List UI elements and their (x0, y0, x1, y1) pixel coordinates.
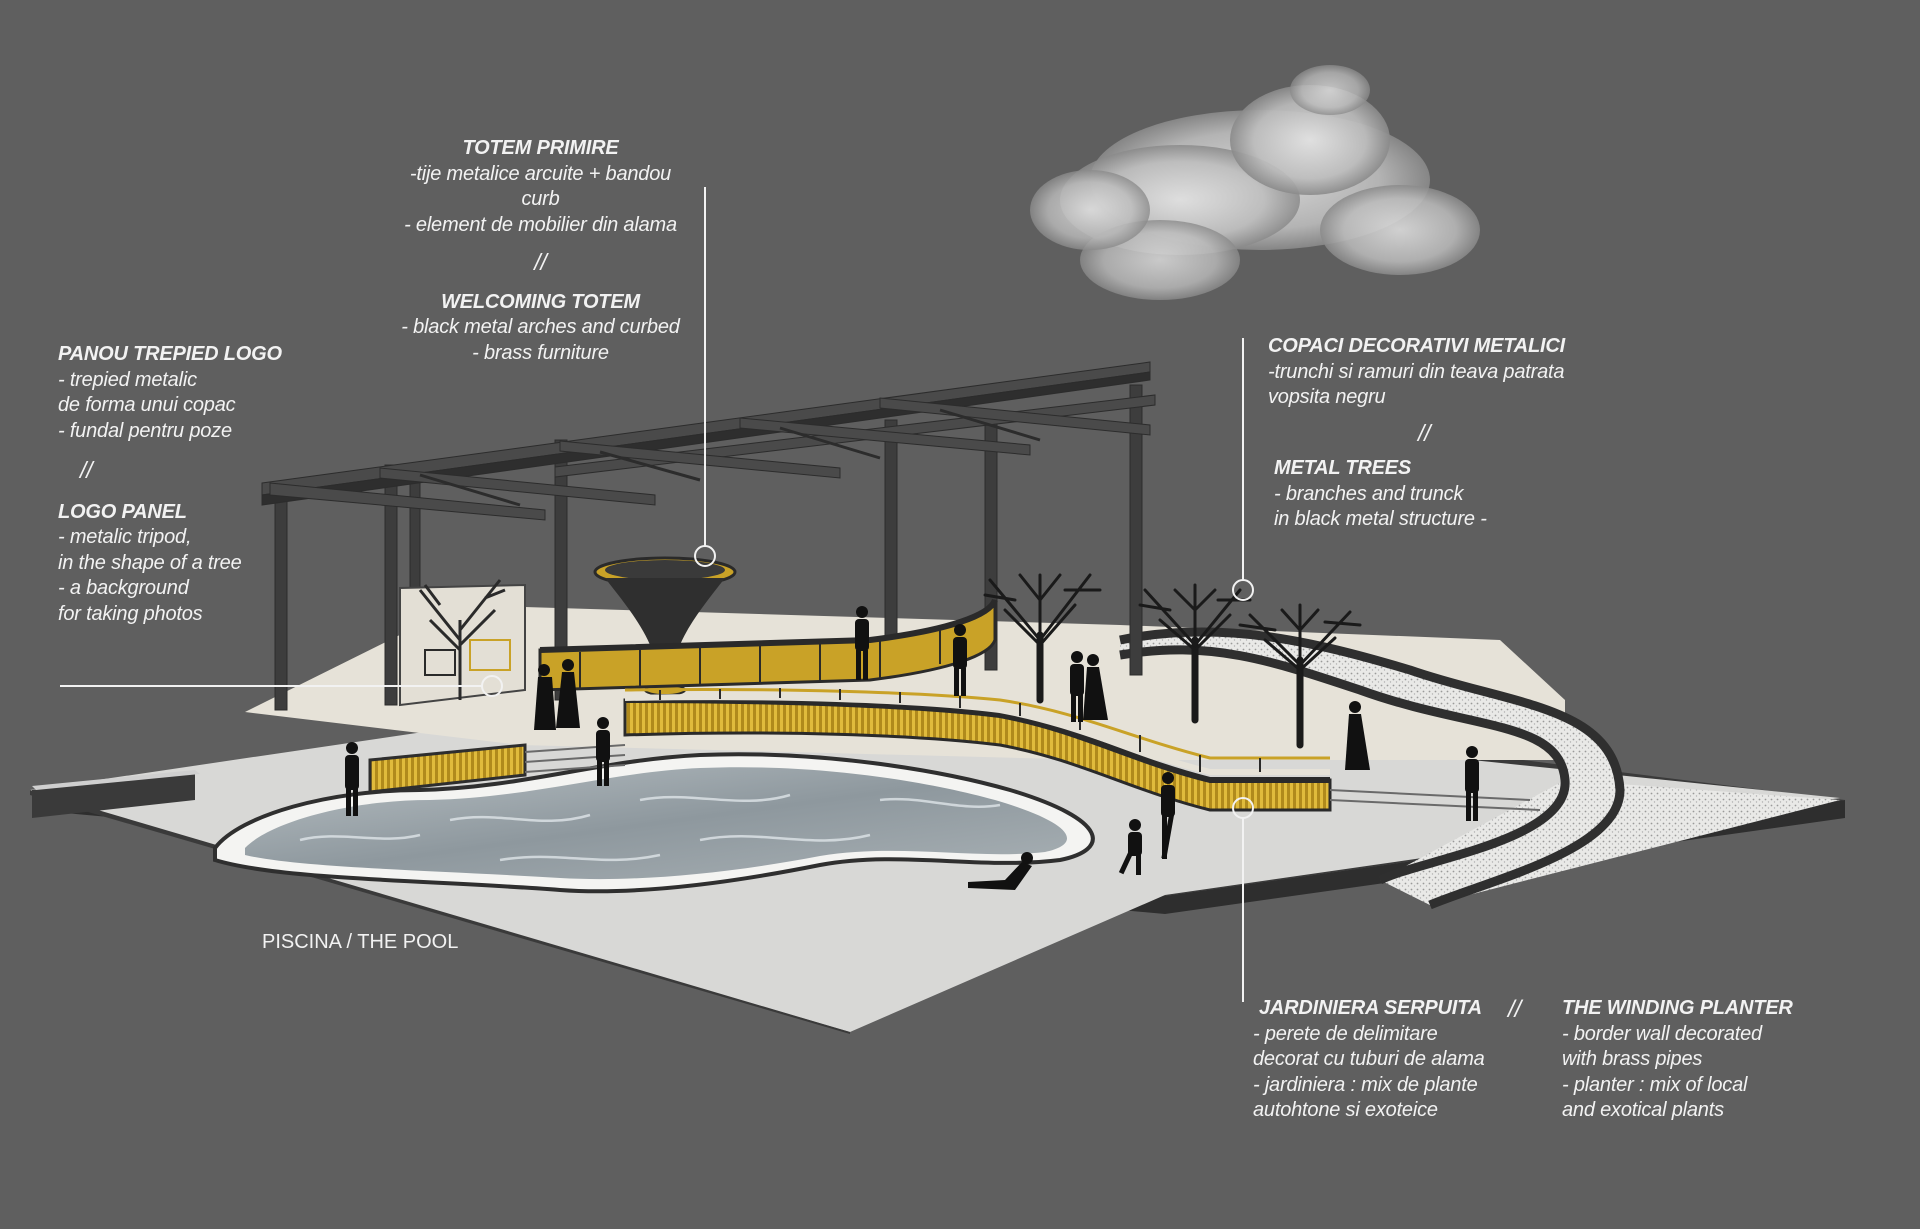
low-walls (32, 743, 527, 818)
planter-line-ro-3: - jardiniera : mix de plante (1253, 1073, 1478, 1096)
logo-line-en-3: - a background (58, 577, 189, 599)
planter-line-ro-4: autohtone si exoteice (1253, 1099, 1438, 1121)
trees-title-en: METAL TREES (1274, 457, 1412, 479)
trees-line-en-1: - branches and trunck (1274, 482, 1464, 505)
logo-line-ro-3: - fundal pentru poze (58, 419, 232, 442)
pool-label: PISCINA / THE POOL (262, 931, 459, 953)
planter-separator: // (1508, 996, 1522, 1023)
person (534, 664, 556, 730)
leader-lines (60, 187, 1254, 1002)
logo-line-ro-1: - trepied metalic (58, 368, 197, 391)
trees-line-ro-1: -trunchi si ramuri din teava patrata (1268, 360, 1565, 383)
planter-line-ro-2: decorat cu tuburi de alama (1253, 1048, 1485, 1070)
person (345, 742, 359, 816)
planter-line-en-4: and exotical plants (1562, 1099, 1724, 1121)
bar-counter (538, 598, 998, 692)
person (968, 852, 1033, 890)
logo-title-ro: PANOU TREPIED LOGO (58, 343, 282, 365)
totem-line-ro-2: - element de mobilier din alama (404, 213, 677, 236)
metal-trees (983, 573, 1362, 749)
logo-line-en-1: - metalic tripod, (58, 526, 192, 548)
logo-panel (399, 579, 526, 707)
person (1345, 701, 1370, 770)
person (855, 606, 869, 680)
totem-title-en: WELCOMING TOTEM (441, 290, 640, 313)
trees-line-en-2: in black metal structure - (1274, 508, 1487, 530)
winding-planter (623, 687, 1332, 812)
logo-line-ro-2: de forma unui copac (58, 394, 236, 416)
planter-title-ro: JARDINIERA SERPUITA (1259, 997, 1482, 1019)
totem-line-en-2: - brass furniture (472, 341, 609, 364)
person (1070, 651, 1084, 722)
planter-line-ro-1: - perete de delimitare (1253, 1022, 1438, 1045)
logo-line-en-4: for taking photos (58, 602, 203, 625)
logo-line-en-2: in the shape of a tree (58, 551, 242, 574)
logo-title-en: LOGO PANEL (58, 500, 187, 523)
cloud (1030, 65, 1480, 300)
metal-trees-annotation: COPACI DECORATIVI METALICI -trunchi si r… (1268, 334, 1608, 533)
people-silhouettes (345, 606, 1479, 890)
logo-panel-annotation: PANOU TREPIED LOGO - trepied metalic de … (58, 342, 358, 627)
totem-line-ro-1: -tije metalice arcuite + bandou curb (409, 162, 672, 211)
planter-en-annotation: THE WINDING PLANTER - border wall decora… (1562, 996, 1812, 1124)
logo-separator: // (80, 457, 93, 483)
gravel-border (1119, 627, 1840, 910)
planter-title-en: THE WINDING PLANTER (1562, 997, 1793, 1019)
person (1465, 746, 1479, 821)
planter-line-en-3: - planter : mix of local (1562, 1073, 1748, 1096)
person (596, 717, 610, 786)
totem-title-ro: TOTEM PRIMIRE (462, 137, 619, 159)
pool (213, 752, 1095, 894)
planter-line-en-2: with brass pipes (1562, 1048, 1703, 1070)
person (1161, 772, 1175, 859)
trees-title-ro: COPACI DECORATIVI METALICI (1268, 335, 1566, 357)
planter-ro-annotation: JARDINIERA SERPUITA - perete de delimita… (1253, 996, 1503, 1124)
totem-annotation: TOTEM PRIMIRE -tije metalice arcuite + b… (398, 136, 683, 366)
totem-line-en-1: - black metal arches and curbed (401, 316, 680, 338)
person (1083, 654, 1108, 720)
totem-separator: // (534, 249, 547, 275)
planter-line-en-1: - border wall decorated (1562, 1022, 1762, 1045)
trees-line-ro-2: vopsita negru (1268, 386, 1386, 408)
person (1118, 819, 1142, 875)
person (953, 624, 967, 696)
trees-separator: // (1418, 419, 1431, 446)
person (556, 659, 580, 728)
